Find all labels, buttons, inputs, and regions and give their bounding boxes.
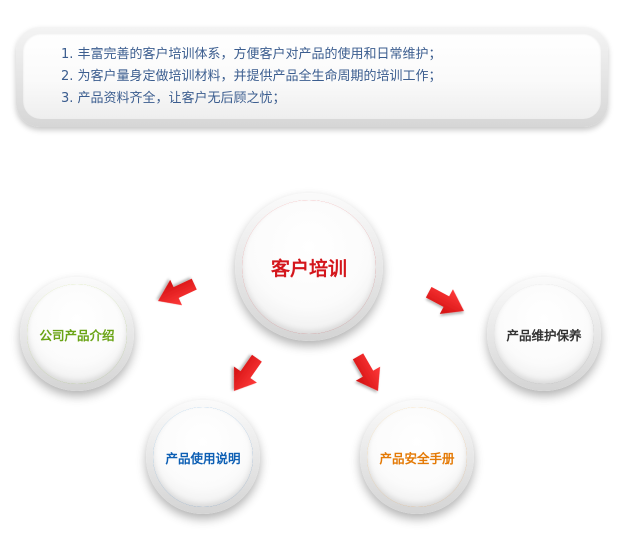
- node-maintenance-face: 产品维护保养: [494, 284, 594, 384]
- arrow-to-right-node: [422, 279, 471, 324]
- node-safety-manual-label: 产品安全手册: [379, 450, 455, 466]
- arrow-to-bottom-left-node: [222, 350, 269, 400]
- intro-line-3: 3. 产品资料齐全，让客户无后顾之忧；: [61, 91, 286, 106]
- center-node-label: 客户培训: [270, 257, 347, 280]
- node-user-guide-face: 产品使用说明: [153, 407, 253, 507]
- node-user-guide-label: 产品使用说明: [165, 450, 241, 466]
- center-node-face: 客户培训: [242, 200, 376, 334]
- node-maintenance: 产品维护保养: [487, 277, 601, 391]
- node-safety-manual-face: 产品安全手册: [367, 407, 467, 507]
- intro-panel-inner: 1. 丰富完善的客户培训体系，方便客户对产品的使用和日常维护； 2. 为客户量身…: [23, 33, 601, 119]
- node-user-guide: 产品使用说明: [146, 400, 260, 514]
- intro-list: 1. 丰富完善的客户培训体系，方便客户对产品的使用和日常维护； 2. 为客户量身…: [61, 44, 442, 110]
- node-safety-manual: 产品安全手册: [360, 400, 474, 514]
- intro-panel: 1. 丰富完善的客户培训体系，方便客户对产品的使用和日常维护； 2. 为客户量身…: [16, 27, 608, 127]
- node-maintenance-label: 产品维护保养: [506, 327, 582, 343]
- intro-line-2: 2. 为客户量身定做培训材料，并提供产品全生命周期的培训工作；: [61, 69, 442, 84]
- node-company-products-label: 公司产品介绍: [39, 327, 115, 343]
- intro-line-1: 1. 丰富完善的客户培训体系，方便客户对产品的使用和日常维护；: [61, 47, 442, 62]
- center-node: 客户培训: [235, 193, 383, 341]
- node-company-products-face: 公司产品介绍: [27, 284, 127, 384]
- node-company-products: 公司产品介绍: [20, 277, 134, 391]
- arrow-to-left-node: [152, 271, 201, 314]
- arrow-to-bottom-right-node: [345, 349, 391, 398]
